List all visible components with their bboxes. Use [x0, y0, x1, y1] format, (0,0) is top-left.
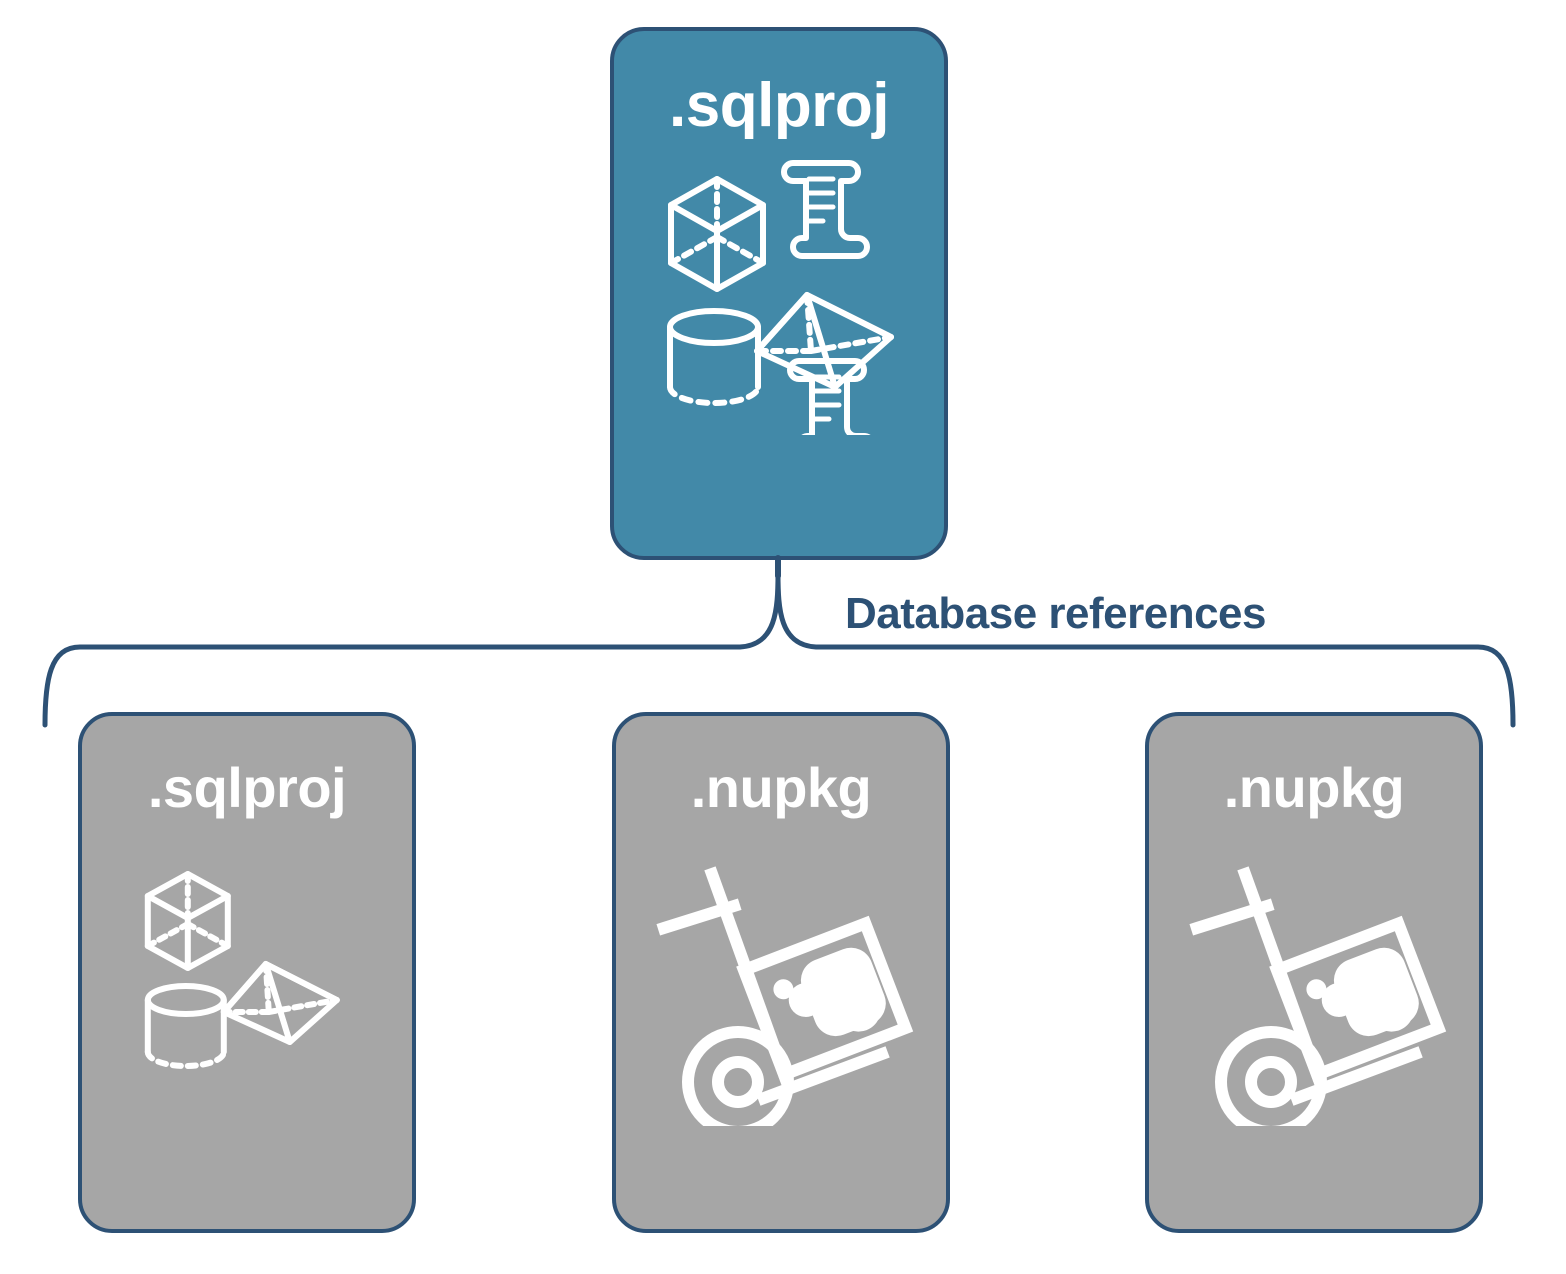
- database-references-label: Database references: [845, 589, 1266, 638]
- brace-left-arm: [42, 570, 781, 728]
- icon-area-primary: [614, 137, 944, 556]
- pyramid-wireframe-icon: [754, 292, 894, 390]
- cube-wireframe-icon: [668, 176, 766, 292]
- scroll-script-icon-bottom: [787, 358, 871, 435]
- card-reference-sqlproj[interactable]: .sqlproj: [78, 712, 416, 1233]
- database-objects-icon-group: [144, 871, 340, 1069]
- card-title-reference-sqlproj: .sqlproj: [147, 756, 347, 819]
- card-title-sqlproj-primary: .sqlproj: [669, 71, 889, 140]
- cart-wheel-icon: [682, 1026, 794, 1126]
- card-reference-nupkg-1[interactable]: .nupkg: [612, 712, 950, 1233]
- pyramid-wireframe-icon: [220, 961, 340, 1045]
- scroll-script-icon-top: [781, 160, 870, 259]
- cylinder-wireframe-icon: [667, 308, 761, 406]
- cylinder-wireframe-icon: [144, 983, 227, 1069]
- icon-area-reference-nupkg-1: [616, 816, 946, 1229]
- card-sqlproj-primary[interactable]: .sqlproj: [610, 27, 948, 560]
- nuget-package-box-icon: [736, 915, 914, 1083]
- hand-truck-icon: [1189, 866, 1447, 1126]
- card-title-reference-nupkg-2: .nupkg: [1223, 756, 1405, 819]
- card-reference-nupkg-2[interactable]: .nupkg: [1145, 712, 1483, 1233]
- icon-area-reference-nupkg-2: [1149, 816, 1479, 1229]
- icon-area-reference-sqlproj: [82, 816, 412, 1229]
- database-objects-icon-group: [667, 160, 894, 435]
- cart-wheel-icon: [1215, 1026, 1327, 1126]
- nuget-package-box-icon: [1269, 915, 1447, 1083]
- hand-truck-icon: [656, 866, 914, 1126]
- cube-wireframe-icon: [144, 871, 231, 971]
- card-title-reference-nupkg-1: .nupkg: [690, 756, 872, 819]
